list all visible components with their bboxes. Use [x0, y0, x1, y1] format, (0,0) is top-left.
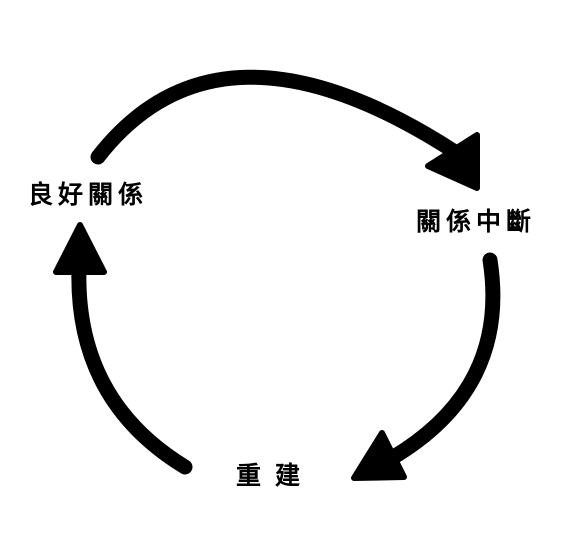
arrowhead-rebuild: [351, 430, 407, 481]
stage-label-good-relationship: 良好關係: [28, 180, 149, 209]
arrow-rebuild-to-good: [71, 260, 193, 475]
arrow-good-to-break: [90, 69, 463, 165]
arrowhead-break: [425, 132, 480, 191]
arrow-break-to-rebuild: [384, 252, 501, 466]
stage-label-relationship-break: 關係中斷: [416, 207, 537, 236]
arrowhead-good: [53, 222, 107, 275]
stage-label-rebuild: 重建: [236, 461, 315, 490]
